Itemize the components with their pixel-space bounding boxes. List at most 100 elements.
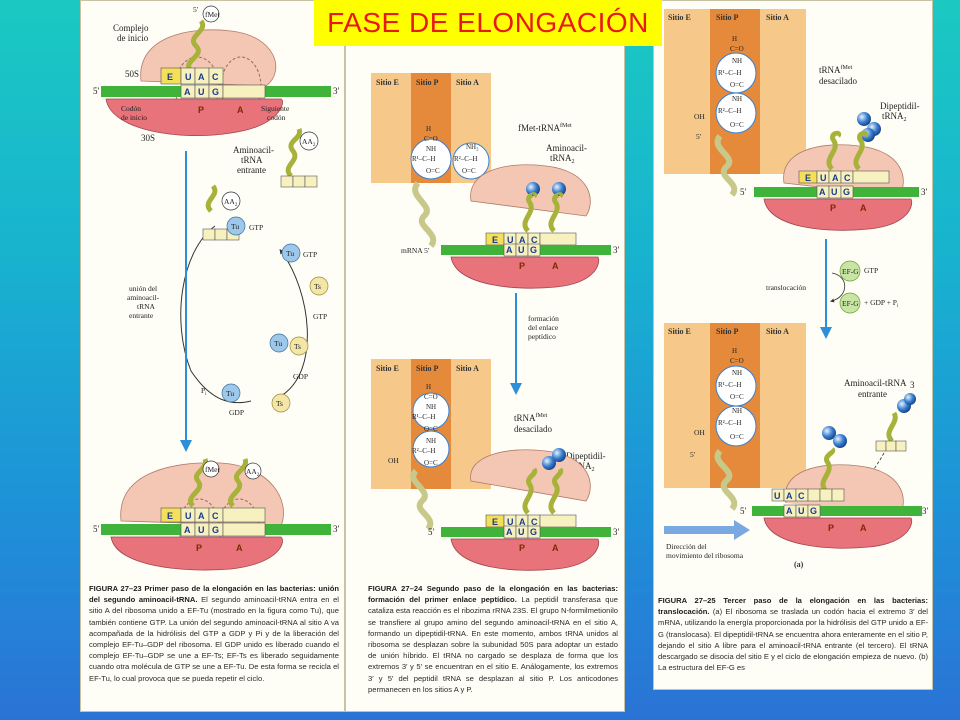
svg-text:P: P xyxy=(830,203,836,213)
ribosome-direction-bar xyxy=(664,526,734,534)
union-label-3: tRNA xyxy=(137,302,156,311)
codon-de-inicio-1: Codón xyxy=(121,104,141,113)
gtp-label-3: GTP xyxy=(313,312,327,321)
aminoacil-trna2-label-1: Aminoacil- xyxy=(546,143,587,153)
svg-text:desacilado: desacilado xyxy=(819,76,857,86)
ef-g-gtp xyxy=(839,260,861,282)
svg-text:P: P xyxy=(519,261,525,271)
aa2-residue-cycle xyxy=(221,191,241,211)
svg-text:E: E xyxy=(167,511,173,521)
site-e-column-bottom xyxy=(371,359,411,489)
svg-text:H: H xyxy=(732,35,737,43)
figure-27-25-diagram: Sitio E Sitio P Sitio A H C=O NH R¹–C–H … xyxy=(664,9,929,569)
tu-label-2: Tu xyxy=(286,249,294,258)
incoming-trna xyxy=(285,128,303,178)
svg-text:+ GDP + Pi: + GDP + Pi xyxy=(864,298,899,309)
svg-text:NH₂: NH₂ xyxy=(466,143,479,151)
svg-text:EF-G: EF-G xyxy=(842,299,859,308)
codon-box-top xyxy=(180,84,266,99)
direccion-label-1: Dirección del xyxy=(666,542,707,551)
aa2-label: AA2 xyxy=(302,137,316,148)
svg-text:5′: 5′ xyxy=(696,132,702,141)
svg-text:Sitio P: Sitio P xyxy=(416,364,439,373)
svg-text:R²–C–H: R²–C–H xyxy=(718,107,742,115)
svg-text:GTP: GTP xyxy=(864,266,878,275)
svg-text:Sitio E: Sitio E xyxy=(668,327,691,336)
svg-text:A: A xyxy=(786,491,793,501)
svg-text:U: U xyxy=(774,491,781,501)
mrna-three-top: 3′ xyxy=(333,86,340,96)
svg-text:G: G xyxy=(843,187,850,197)
svg-text:U: U xyxy=(507,517,514,527)
aa2-cycle-label: AA2 xyxy=(224,197,238,208)
svg-text:OH: OH xyxy=(388,456,399,465)
svg-text:U: U xyxy=(507,235,514,245)
ef-tu-gdp xyxy=(221,383,241,403)
svg-text:Sitio A: Sitio A xyxy=(766,13,789,22)
sitio-p-top: Sitio P xyxy=(416,78,439,87)
svg-text:O=C: O=C xyxy=(424,459,438,467)
svg-text:entrante: entrante xyxy=(858,389,887,399)
svg-text:3′: 3′ xyxy=(921,187,928,197)
svg-text:5′: 5′ xyxy=(740,506,747,516)
svg-text:NH: NH xyxy=(732,407,742,415)
ef-tu-ts-complex-ts xyxy=(289,336,309,356)
svg-text:A: A xyxy=(552,543,559,553)
svg-text:C=O: C=O xyxy=(424,135,438,143)
incoming-anticodon xyxy=(280,175,318,188)
svg-text:Sitio E: Sitio E xyxy=(376,364,399,373)
svg-text:O=C: O=C xyxy=(730,121,744,129)
svg-text:Sitio P: Sitio P xyxy=(716,327,739,336)
figure-27-23-caption: FIGURA 27–23 Primer paso de la elongació… xyxy=(89,584,339,683)
svg-text:U: U xyxy=(185,511,192,521)
svg-text:NH: NH xyxy=(732,369,742,377)
ts-label-1: Ts xyxy=(314,282,321,291)
figure-27-24-panel: Sitio E Sitio P Sitio A H C=O NH R¹–C–H … xyxy=(345,0,625,712)
aa2-chem-circle xyxy=(452,142,490,180)
site-e-column-fig25-top xyxy=(664,9,710,174)
fmet-label: fMet xyxy=(205,10,220,19)
svg-text:Dipeptidil-: Dipeptidil- xyxy=(880,101,920,111)
svg-text:5′: 5′ xyxy=(690,450,696,459)
svg-text:O=C: O=C xyxy=(730,433,744,441)
label-de-inicio: de inicio xyxy=(117,33,149,43)
desacilado-label: desacilado xyxy=(514,424,552,434)
label-complejo: Complejo xyxy=(113,23,149,33)
svg-text:E: E xyxy=(492,235,498,245)
svg-text:A: A xyxy=(552,261,559,271)
trna-fmet xyxy=(186,19,206,73)
amino-ball-1 xyxy=(526,182,540,196)
cycle-arc-left xyxy=(180,225,252,404)
figure-27-25-panel: Sitio E Sitio P Sitio A H C=O NH R¹–C–H … xyxy=(653,0,933,690)
slide-title: FASE DE ELONGACIÓN xyxy=(327,7,649,38)
svg-text:O=C: O=C xyxy=(730,81,744,89)
mrna-label: mRNA 5′ xyxy=(401,246,430,255)
sitio-a-top: Sitio A xyxy=(456,78,479,87)
ef-tu-gtp xyxy=(281,243,301,263)
svg-text:C=O: C=O xyxy=(730,45,744,53)
figure-27-24-caption: FIGURA 27–24 Segundo paso de la elongaci… xyxy=(368,584,618,694)
svg-text:U: U xyxy=(820,173,827,183)
codon-a: A xyxy=(184,87,191,97)
svg-text:A: A xyxy=(506,527,513,537)
gdp-label-2: GDP xyxy=(229,408,244,417)
five-prime-trna: 5′ xyxy=(193,5,199,14)
svg-text:R²–C–H: R²–C–H xyxy=(718,419,742,427)
slide-title-box: FASE DE ELONGACIÓN xyxy=(314,0,662,46)
sitio-e-top: Sitio E xyxy=(376,78,399,87)
svg-text:U: U xyxy=(198,525,205,535)
ef-tu-ts-complex-tu xyxy=(269,333,289,353)
trna-with-tu xyxy=(205,184,218,213)
svg-text:NH: NH xyxy=(426,145,436,153)
svg-text:U: U xyxy=(798,506,805,516)
trna-aa2-bottom xyxy=(228,458,249,508)
aminoacil-trna-label-1: Aminoacil- xyxy=(233,145,274,155)
figure-27-23-diagram: Complejo de inicio fMet 5′ 50S E U A C 5… xyxy=(93,5,340,571)
svg-text:3′: 3′ xyxy=(922,506,929,516)
fmet-label-bottom: fMet xyxy=(205,465,220,474)
tu-label-4: Tu xyxy=(226,389,234,398)
anticodon-box-bottom xyxy=(160,507,266,523)
svg-text:G: G xyxy=(530,527,537,537)
svg-text:A: A xyxy=(860,203,867,213)
svg-text:G: G xyxy=(212,525,219,535)
